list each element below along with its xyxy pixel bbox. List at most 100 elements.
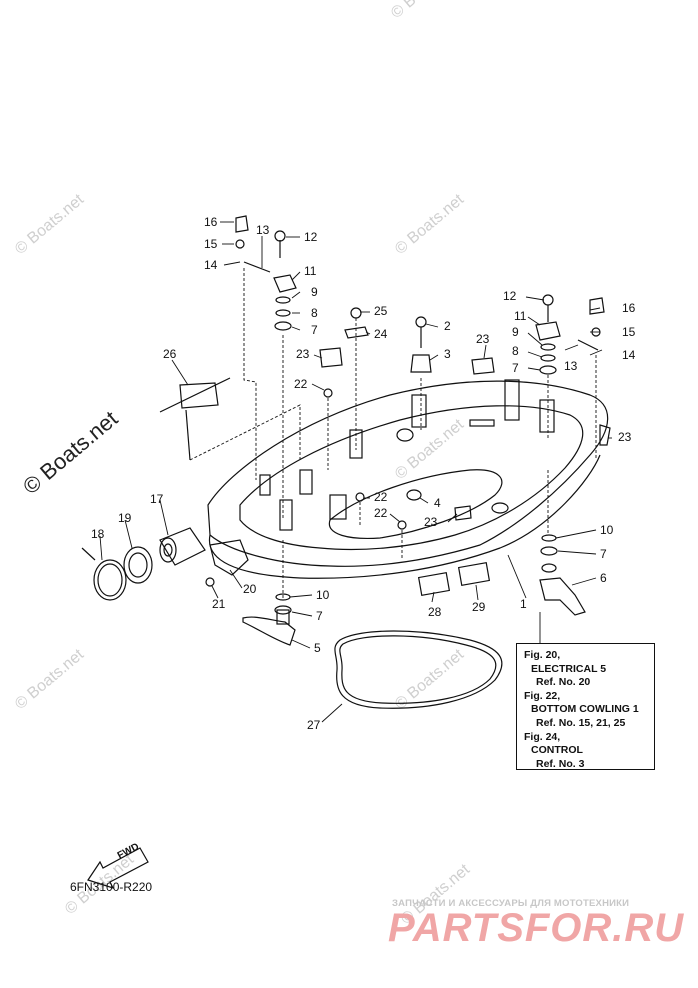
callout: 7 [512, 361, 519, 375]
lever-6 [539, 577, 586, 616]
spring-13-right [577, 339, 599, 351]
callout: 12 [503, 289, 517, 303]
label-29 [457, 562, 491, 586]
washer-10-right [541, 534, 557, 542]
callout: 9 [512, 325, 519, 339]
callout: 10 [600, 523, 614, 537]
ref-line: ELECTRICAL 5 [531, 662, 607, 675]
cowling-slot [469, 419, 495, 427]
spring-13-left [243, 261, 271, 273]
clip-24 [344, 326, 369, 339]
callout: 8 [311, 306, 318, 320]
callout: 7 [600, 547, 607, 561]
callout: 12 [304, 230, 318, 244]
callout: 13 [564, 359, 578, 373]
callout: 29 [472, 600, 486, 614]
callout: 23 [618, 430, 632, 444]
clamp-19 [123, 546, 153, 584]
damper-11-right [535, 321, 561, 341]
grommet-17 [159, 527, 206, 566]
collar-7-left [274, 321, 292, 331]
pad-23-d [454, 505, 472, 521]
callout: 20 [243, 582, 257, 596]
cowling-boss [259, 474, 271, 496]
callout: 25 [374, 304, 388, 318]
screw-25 [350, 307, 362, 319]
callout: 22 [374, 506, 388, 520]
bottom-cowling-inner-rim [239, 405, 584, 551]
callout: 28 [428, 605, 442, 619]
callout: 19 [118, 511, 132, 525]
collar-7-lower-right [540, 546, 558, 556]
callout: 16 [204, 215, 218, 229]
collar-7-lower [274, 605, 292, 615]
callout: 10 [316, 588, 330, 602]
callout: 7 [311, 323, 318, 337]
lever-6-top [541, 563, 557, 573]
grommet-4 [406, 489, 422, 501]
grommet-3 [410, 354, 432, 373]
cowling-boss [504, 379, 520, 421]
cowling-boss [279, 499, 293, 531]
washer-8-right [540, 354, 556, 362]
callout: 23 [424, 515, 438, 529]
ref-line: Fig. 24, [524, 730, 561, 743]
callout: 21 [212, 597, 226, 611]
callout: 17 [150, 492, 164, 506]
callout: 16 [622, 301, 636, 315]
bolt-12-right [542, 294, 554, 306]
ref-line: Ref. No. 3 [536, 757, 585, 770]
washer-9-right [540, 343, 556, 351]
lever-5 [242, 616, 296, 646]
grommet-17-face [159, 537, 177, 563]
bottom-cowling-opening [328, 469, 503, 540]
collar-7-right [539, 365, 557, 375]
pin-22-b [355, 492, 365, 502]
callout: 22 [374, 490, 388, 504]
callout: 23 [476, 332, 490, 346]
callout: 2 [444, 319, 451, 333]
callout: 15 [204, 237, 218, 251]
pin-22-c [397, 520, 407, 530]
callout: 22 [294, 377, 308, 391]
callout: 8 [512, 344, 519, 358]
callout: 26 [163, 347, 177, 361]
bottom-cowling-outer-rim [207, 380, 609, 567]
diagram-code: 6FN3100-R220 [70, 880, 153, 894]
cowling-hole [396, 428, 414, 442]
parts-logo: PARTSFOR.RU [388, 906, 685, 950]
callout: 4 [434, 496, 441, 510]
hose-clamp-18 [93, 559, 127, 601]
cowling-hole [491, 502, 509, 514]
ref-line: CONTROL [531, 744, 583, 757]
washer-9-left [275, 296, 291, 304]
callout: 15 [622, 325, 636, 339]
washer-8-left [275, 309, 291, 317]
callout: 13 [256, 223, 270, 237]
callout: 14 [204, 258, 218, 272]
cowling-boss [539, 399, 555, 433]
pin-22-a [323, 388, 333, 398]
callout: 9 [311, 285, 318, 299]
callout: 3 [444, 347, 451, 361]
callout: 23 [296, 347, 310, 361]
bolt-21 [205, 577, 215, 587]
bolt-2 [415, 316, 427, 328]
damper-11-left [273, 274, 297, 293]
parts-tagline: ЗАПЧАСТИ И АКСЕССУАРЫ ДЛЯ МОТОТЕХНИКИ [392, 898, 630, 909]
bracket-26 [179, 382, 219, 409]
pad-23-b [471, 357, 495, 375]
callout: 24 [374, 327, 388, 341]
cowling-boss [329, 494, 347, 520]
ref-line: Ref. No. 20 [536, 676, 591, 689]
callout: 11 [514, 309, 527, 323]
fwd-arrow [87, 847, 149, 890]
pad-23-a [319, 347, 343, 368]
lever-5-stem [276, 609, 290, 625]
pad-23-c [599, 424, 611, 446]
ref-line: Ref. No. 15, 21, 25 [536, 716, 626, 729]
callout: 14 [622, 348, 636, 362]
ref-line: Fig. 20, [524, 649, 561, 661]
callout: 6 [600, 571, 607, 585]
